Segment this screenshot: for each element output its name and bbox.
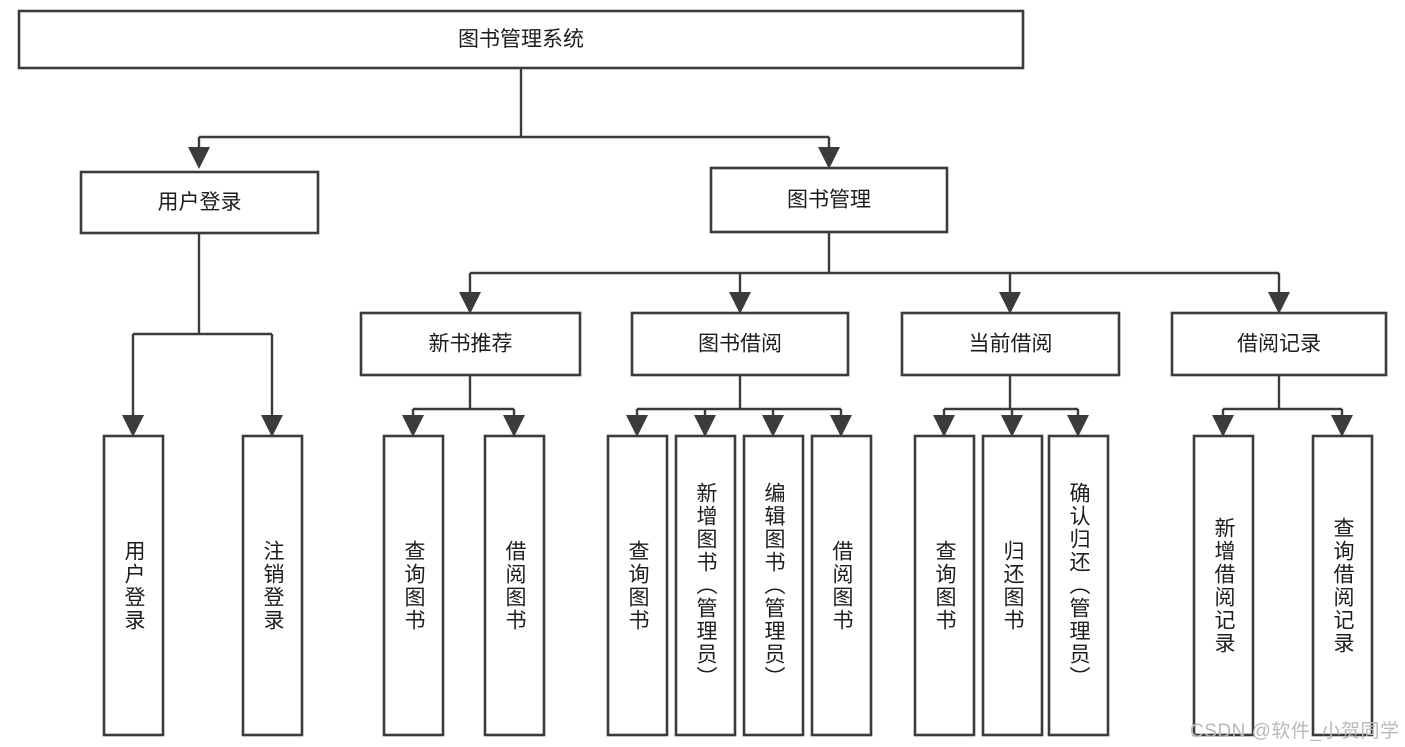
connectors-layer <box>122 68 1353 437</box>
arrowhead-newbook-to-leaves-0 <box>402 415 424 437</box>
leaf-box-leaf-edit-book[interactable] <box>742 434 805 737</box>
arrowhead-borrowrecord-to-leaves-1 <box>1331 415 1353 437</box>
arrowhead-currentborrow-to-leaves-2 <box>1067 415 1089 437</box>
node-label-current-borrow: 当前借阅 <box>969 333 1053 356</box>
leaf-box-leaf-query-book-current[interactable] <box>913 434 976 737</box>
arrowhead-bookmanage-to-level3-0 <box>459 292 481 314</box>
node-box-book-manage[interactable] <box>709 166 949 234</box>
connector-newbook-to-leaves <box>411 375 516 417</box>
node-label-new-book-rec: 新书推荐 <box>429 333 513 356</box>
arrowhead-currentborrow-to-leaves-1 <box>1001 415 1023 437</box>
node-box-root[interactable] <box>17 9 1025 70</box>
leaf-box-leaf-query-book-rec[interactable] <box>382 434 445 737</box>
node-label-user-login: 用户登录 <box>158 191 242 214</box>
arrowhead-root-to-level2-0 <box>188 147 210 169</box>
arrowhead-bookborrow-to-leaves-0 <box>626 415 648 437</box>
node-box-current-borrow[interactable] <box>900 311 1121 377</box>
node-label-book-manage: 图书管理 <box>787 189 871 212</box>
node-box-book-borrow[interactable] <box>630 311 850 377</box>
node-label-book-borrow: 图书借阅 <box>698 333 782 356</box>
arrowhead-currentborrow-to-leaves-0 <box>933 415 955 437</box>
arrowhead-login-to-leaves-0 <box>122 415 144 437</box>
connector-bookmanage-to-level3 <box>468 232 1281 294</box>
leaf-box-leaf-user-login[interactable] <box>102 434 165 737</box>
leaf-box-leaf-logout[interactable] <box>241 434 304 737</box>
leaf-box-leaf-query-book-borrow[interactable] <box>606 434 669 737</box>
connector-currentborrow-to-leaves <box>942 375 1080 417</box>
leaf-box-leaf-borrow-book[interactable] <box>810 434 873 737</box>
node-box-borrow-record[interactable] <box>1170 311 1388 377</box>
connector-bookborrow-to-leaves <box>635 375 843 417</box>
arrowhead-root-to-level2-1 <box>818 147 840 169</box>
node-box-new-book-rec[interactable] <box>359 311 582 377</box>
leaf-box-leaf-borrow-book-rec[interactable] <box>483 434 546 737</box>
connector-login-to-leaves <box>131 233 274 417</box>
arrowhead-borrowrecord-to-leaves-0 <box>1212 415 1234 437</box>
leaf-box-leaf-add-record[interactable] <box>1192 434 1255 737</box>
leaf-box-leaf-add-book[interactable] <box>674 434 737 737</box>
arrowhead-bookborrow-to-leaves-3 <box>830 415 852 437</box>
node-label-borrow-record: 借阅记录 <box>1237 333 1321 356</box>
arrowhead-bookmanage-to-level3-1 <box>729 292 751 314</box>
leaf-box-leaf-query-record[interactable] <box>1311 434 1374 737</box>
arrowhead-newbook-to-leaves-1 <box>503 415 525 437</box>
csdn-watermark: CSDN @软件_小贺同学 <box>1190 721 1400 742</box>
arrowhead-bookmanage-to-level3-2 <box>999 292 1021 314</box>
connector-borrowrecord-to-leaves <box>1221 375 1344 417</box>
node-box-user-login[interactable] <box>79 170 320 235</box>
node-label-root: 图书管理系统 <box>458 28 584 51</box>
node-boxes-layer <box>17 9 1388 737</box>
arrowhead-bookmanage-to-level3-3 <box>1268 292 1290 314</box>
arrowhead-bookborrow-to-leaves-1 <box>694 415 716 437</box>
arrowhead-login-to-leaves-1 <box>261 415 283 437</box>
leaf-box-leaf-return-book[interactable] <box>981 434 1044 737</box>
arrowhead-bookborrow-to-leaves-2 <box>762 415 784 437</box>
connector-root-to-level2 <box>197 68 831 149</box>
leaf-box-leaf-confirm-return[interactable] <box>1047 434 1110 737</box>
